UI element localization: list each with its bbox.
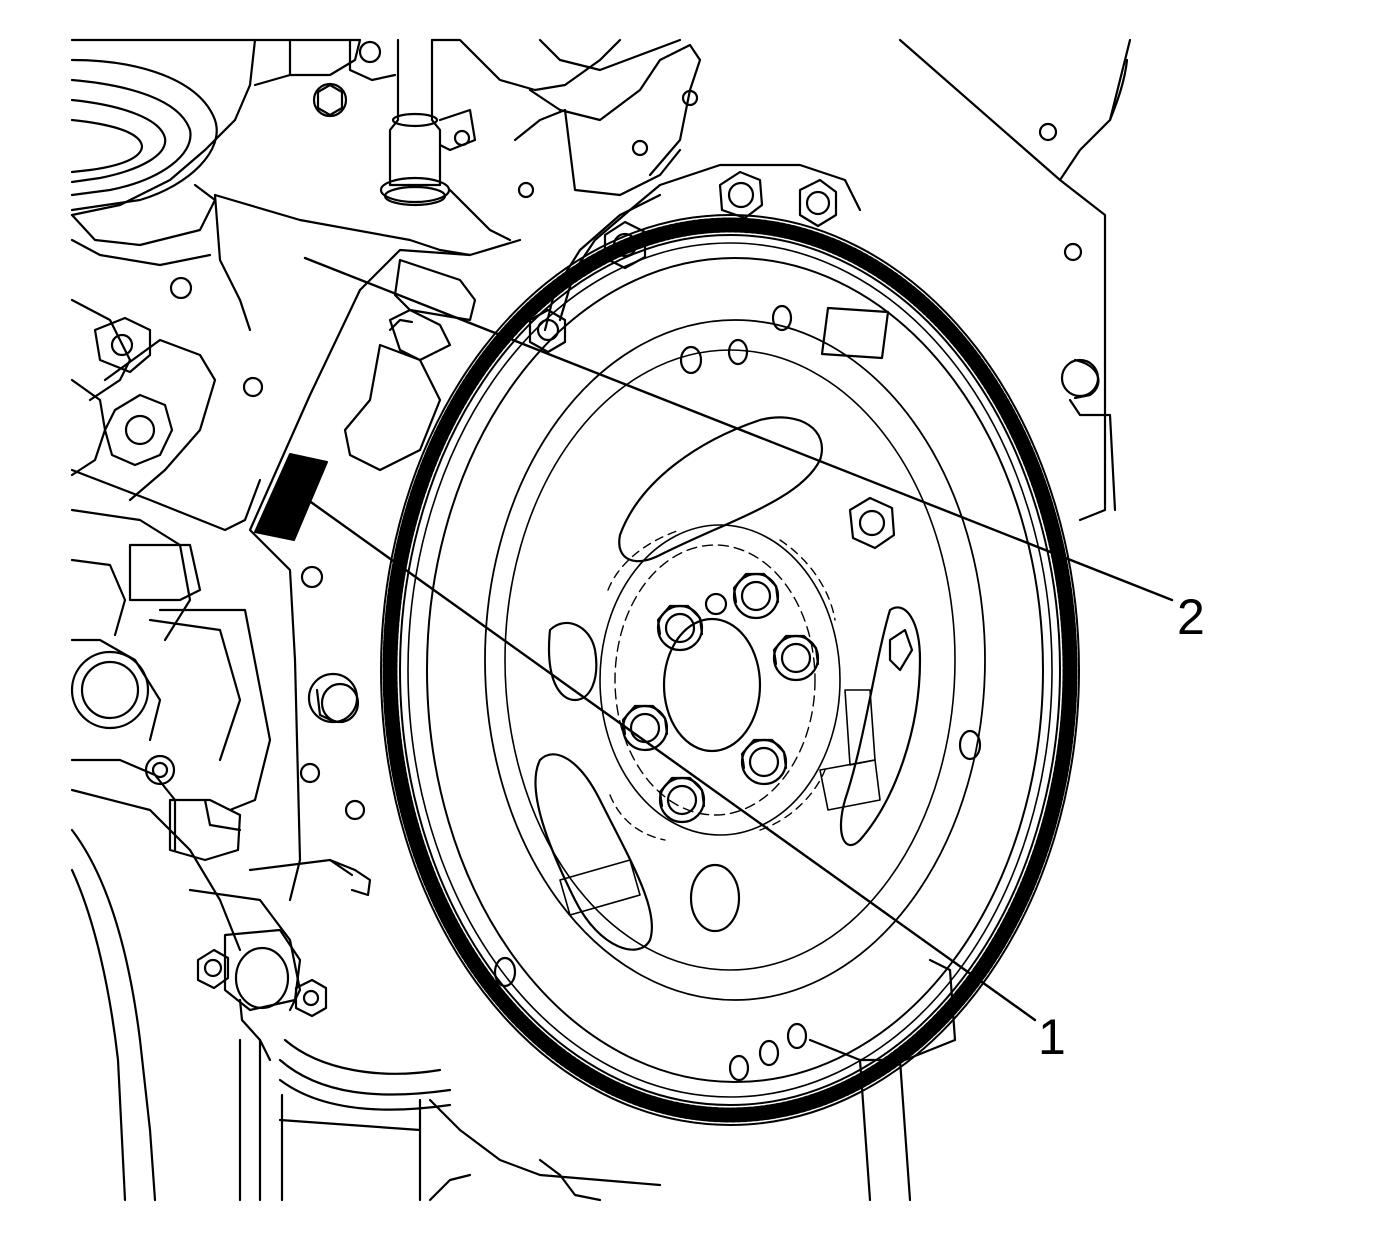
bottom-flange <box>428 958 957 1202</box>
bottom-sensor-area <box>188 858 452 1202</box>
ring-gear-teeth <box>382 217 1078 1123</box>
upper-left-accessories <box>70 38 362 267</box>
callout-1-leader <box>306 498 1037 1022</box>
flywheel <box>380 214 1080 1126</box>
engine-block-rear-face <box>169 38 1132 902</box>
callout-2-leader <box>303 256 1174 602</box>
callout-label-2: 2 <box>1177 589 1205 645</box>
callout-label-1: 1 <box>1038 1009 1066 1065</box>
engine-block-label-patch <box>254 453 328 541</box>
top-bolts-and-rod <box>312 38 682 207</box>
lower-left-components <box>70 298 272 1202</box>
crank-bolts <box>621 572 820 824</box>
